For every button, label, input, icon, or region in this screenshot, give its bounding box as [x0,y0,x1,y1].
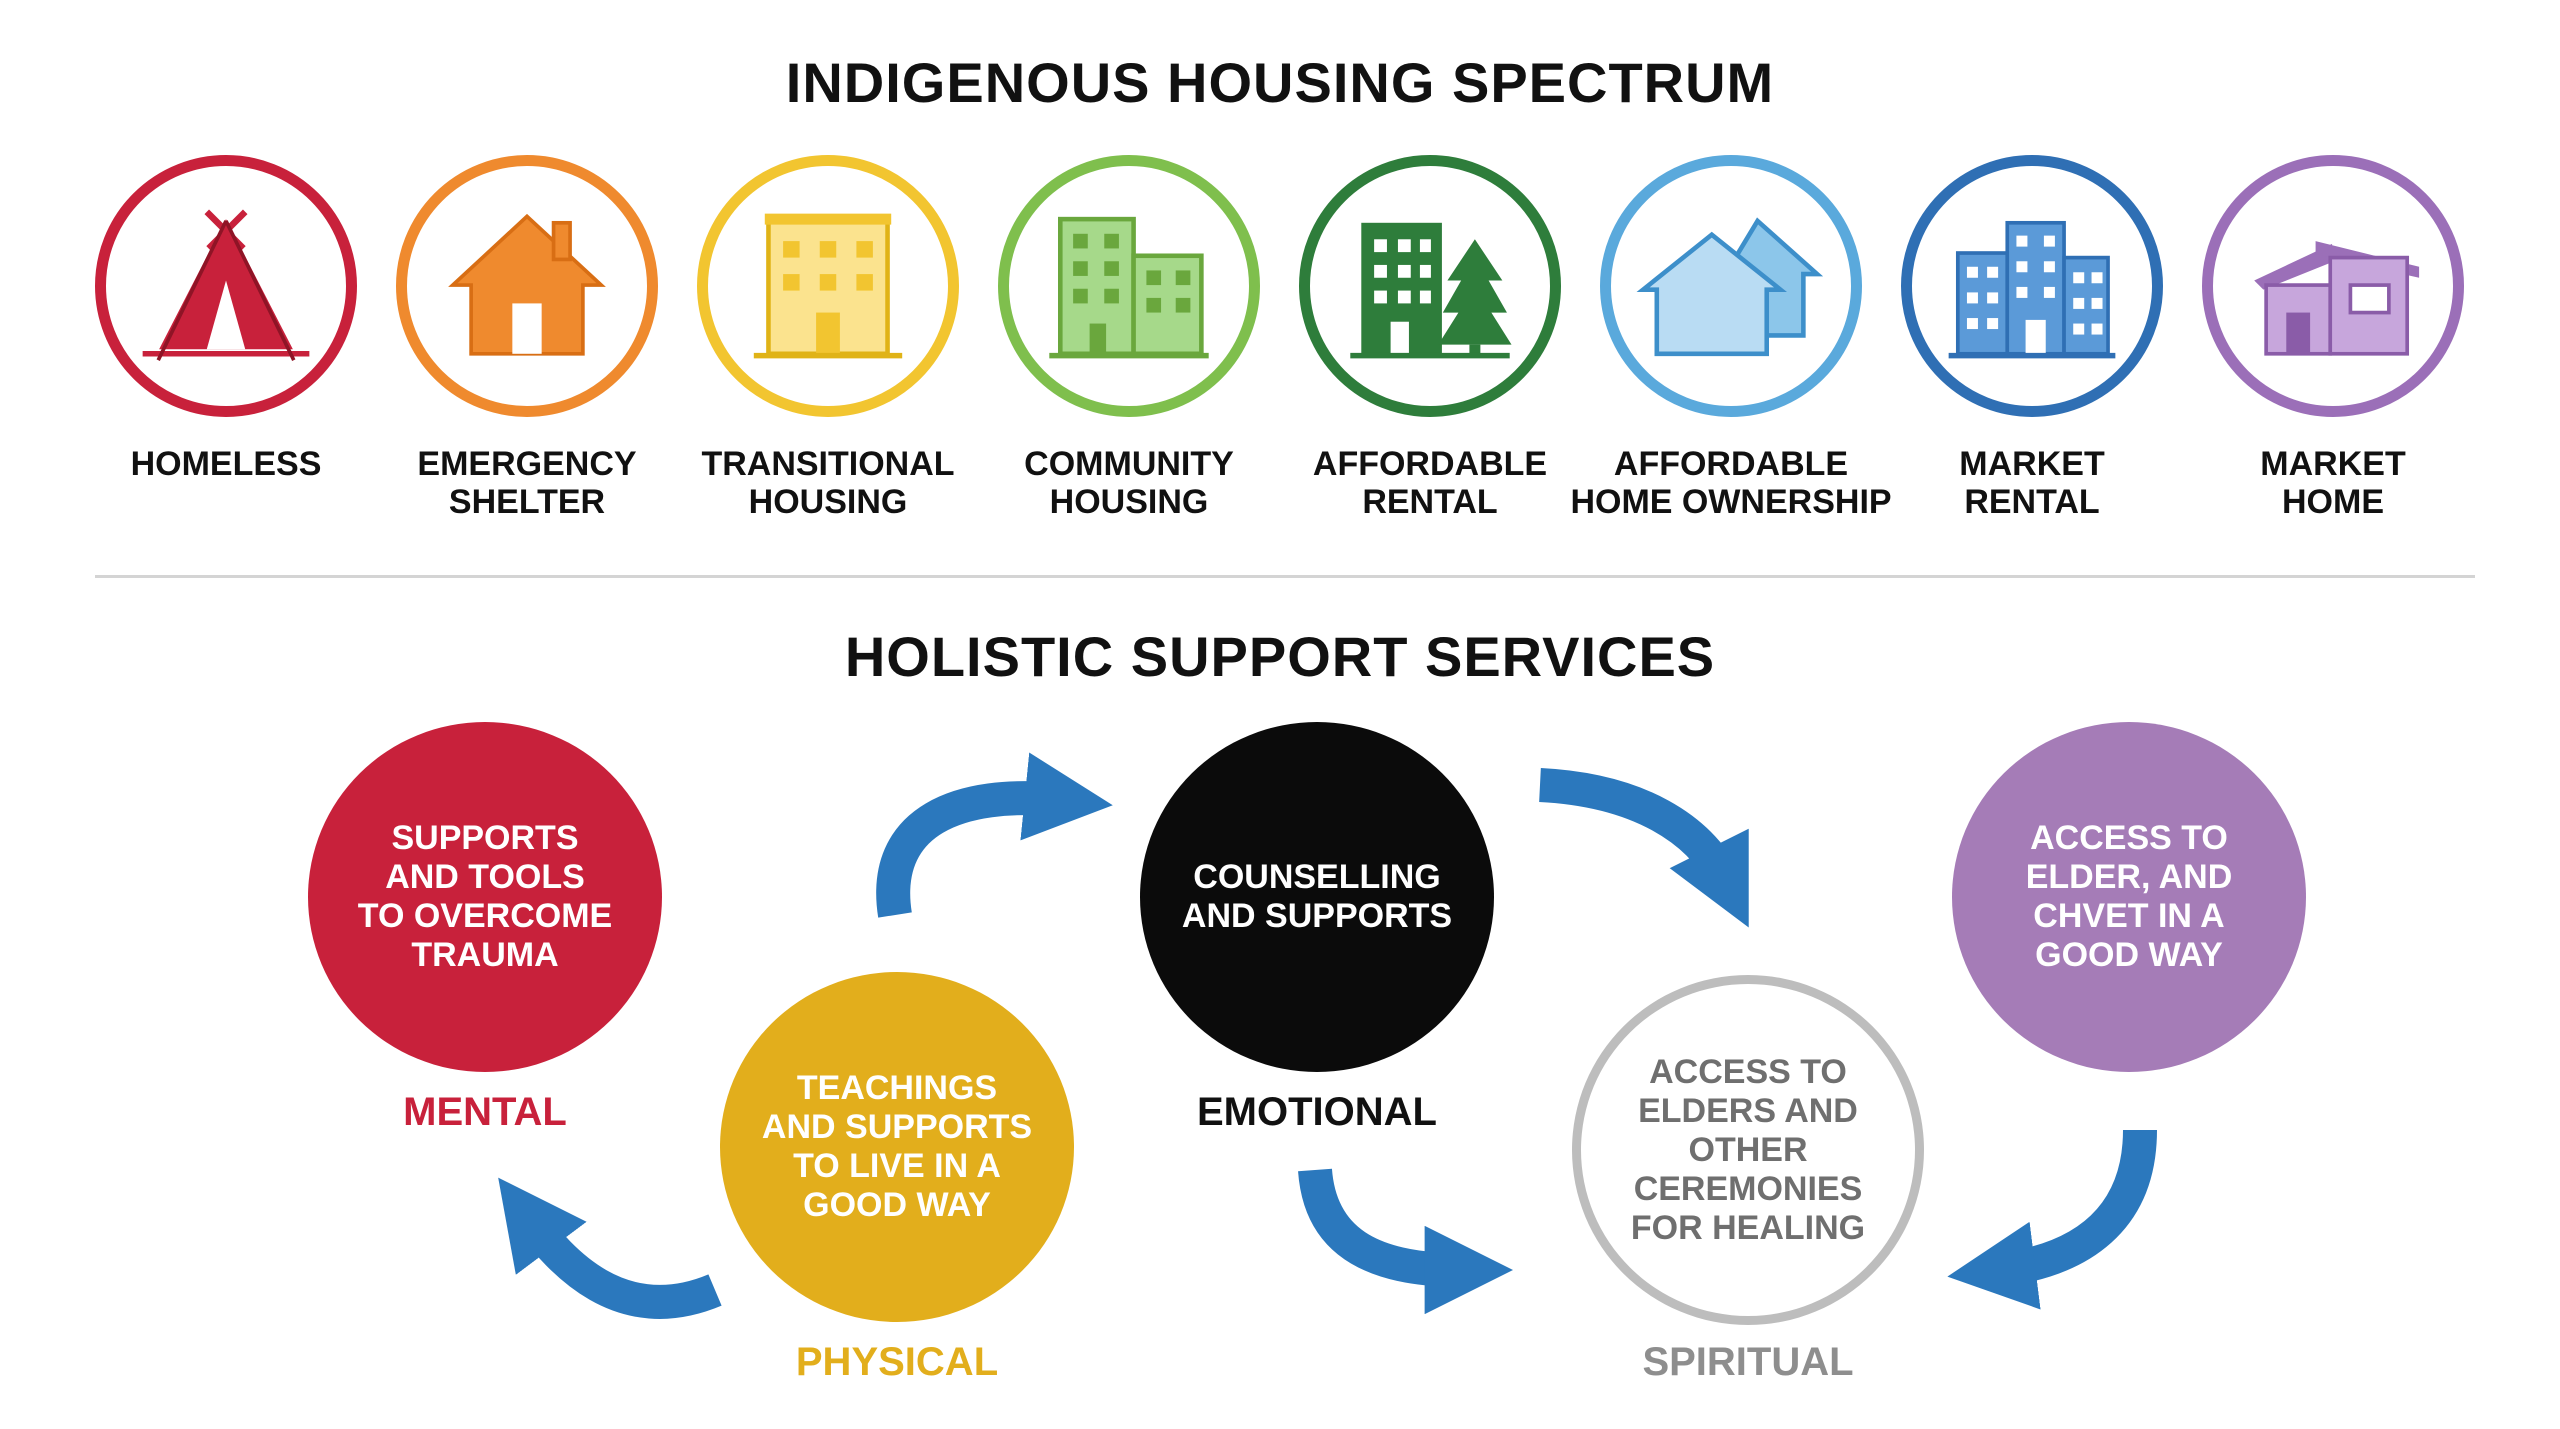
arrow-emotional-to-spiritual [1539,768,1749,928]
transitional-housing-step [697,155,959,417]
community-housing-step [998,155,1260,417]
arrow-physical-to-mental [498,1177,722,1319]
section-divider [95,575,2475,578]
house-icon [448,213,606,356]
arrow-emotional-to-spiritual-lower [1298,1168,1514,1315]
mental-label: MENTAL [403,1090,567,1134]
spiritual-label: SPIRITUAL [1642,1340,1854,1384]
market-rental-step [1901,155,2163,417]
affordable-rental-step [1299,155,1561,417]
building-tree-icon [1350,222,1512,359]
modern-home-icon [2254,241,2420,356]
homeless-step [95,155,357,417]
affordable-home-ownership-step [1600,155,1862,417]
emergency-shelter-step [396,155,658,417]
market-home-step [2202,155,2464,417]
city-buildings-icon [1948,220,2116,359]
apartment-building-icon [753,213,903,359]
teepee-icon [142,209,310,362]
community-buildings-icon [1049,216,1209,359]
spectrum-title: INDIGENOUS HOUSING SPECTRUM [785,51,1775,114]
physical-label: PHYSICAL [795,1340,999,1384]
emotional-label: EMOTIONAL [1197,1090,1437,1134]
step-label-homeless: HOMELESS [130,445,322,483]
services-title: HOLISTIC SUPPORT SERVICES [844,625,1716,688]
two-houses-icon [1636,217,1824,357]
arrow-right-to-spiritual [1947,1129,2157,1310]
arrow-physical-to-emotional [876,752,1113,918]
